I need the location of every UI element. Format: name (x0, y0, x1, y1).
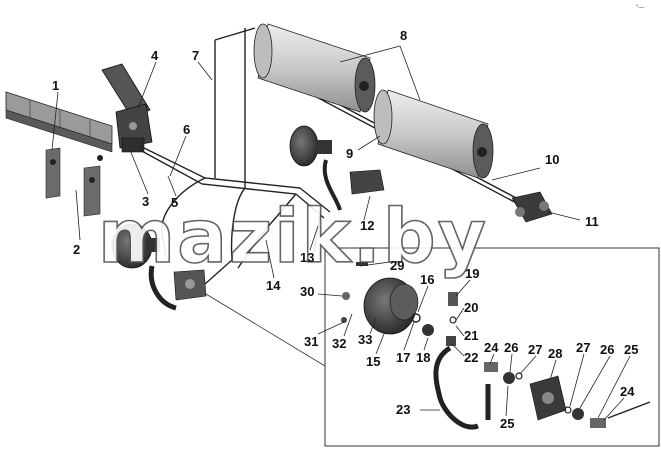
callout-30: 30 (300, 284, 314, 299)
air-tank-lower (373, 89, 494, 179)
brake-chamber-lower (111, 223, 207, 311)
callout-27-a: 27 (528, 342, 542, 357)
detail-leader-line (205, 293, 326, 367)
callout-20: 20 (464, 300, 478, 315)
callout-24-a: 24 (484, 340, 499, 355)
callout-17: 17 (396, 350, 410, 365)
callout-10: 10 (545, 152, 559, 167)
callout-16: 16 (420, 272, 434, 287)
callout-9: 9 (346, 146, 353, 161)
brake-chamber-detail (341, 262, 419, 335)
callout-2: 2 (73, 242, 80, 257)
callout-32: 32 (332, 336, 346, 351)
hand-brake-valve (101, 63, 153, 153)
callout-28: 28 (548, 346, 562, 361)
corner-mark: °— (636, 5, 644, 11)
callout-25-b: 25 (624, 342, 638, 357)
callout-22: 22 (464, 350, 478, 365)
relay-valve (511, 191, 553, 223)
callout-15: 15 (366, 354, 380, 369)
callout-6: 6 (183, 122, 190, 137)
callout-1: 1 (52, 78, 59, 93)
callout-12: 12 (360, 218, 374, 233)
callout-31: 31 (304, 334, 318, 349)
callout-leaders (51, 45, 631, 421)
callout-26-b: 26 (600, 342, 614, 357)
callout-14: 14 (266, 278, 281, 293)
callout-4: 4 (151, 48, 159, 63)
callout-8: 8 (400, 28, 407, 43)
brake-chamber-upper (289, 125, 385, 211)
detail-fittings (411, 292, 606, 430)
air-tank-upper (253, 23, 376, 113)
callout-19: 19 (465, 266, 479, 281)
callout-13: 13 (300, 250, 314, 265)
callout-labels: 1 2 3 4 5 6 7 8 9 10 11 12 13 14 15 16 1… (52, 28, 638, 431)
callout-21: 21 (464, 328, 478, 343)
callout-5: 5 (171, 195, 178, 210)
callout-23: 23 (396, 402, 410, 417)
callout-3: 3 (142, 194, 149, 209)
callout-11: 11 (585, 214, 599, 229)
callout-29: 29 (390, 258, 404, 273)
callout-27-b: 27 (576, 340, 590, 355)
callout-33: 33 (358, 332, 372, 347)
callout-26-a: 26 (504, 340, 518, 355)
callout-24-b: 24 (620, 384, 635, 399)
watermark: mazik.by (98, 194, 488, 280)
frame-rail (5, 91, 113, 217)
detail-inset-frame (324, 247, 660, 447)
callout-25-a: 25 (500, 416, 514, 431)
callout-18: 18 (416, 350, 430, 365)
callout-7: 7 (192, 48, 199, 63)
